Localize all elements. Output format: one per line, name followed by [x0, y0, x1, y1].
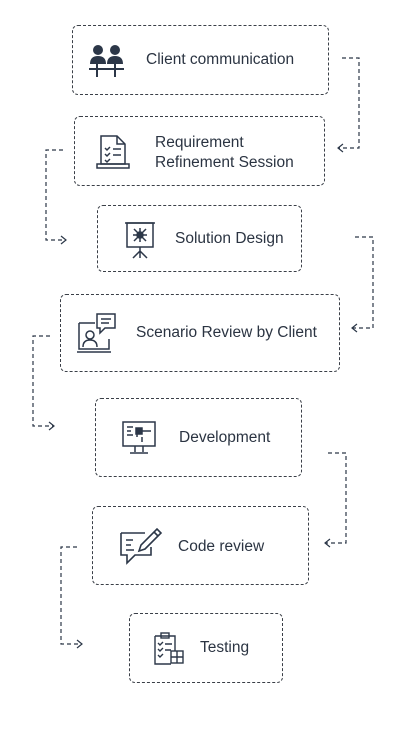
- step-label: Testing: [200, 639, 250, 656]
- clipboard-checklist-icon: [154, 632, 184, 665]
- step-code-review: Code review: [92, 506, 309, 585]
- step-label: Solution Design: [175, 230, 284, 247]
- arrowhead-5-6: [324, 538, 331, 548]
- video-call-chat-icon: [77, 313, 116, 353]
- step-label: Development: [179, 429, 271, 446]
- step-solution-design: Solution Design: [97, 205, 302, 272]
- arrowhead-6-7: [76, 639, 83, 649]
- arrowhead-2-3: [60, 235, 67, 245]
- connector-2-3: [45, 149, 66, 241]
- step-label: Scenario Review by Client: [136, 324, 317, 341]
- chat-pen-icon: [120, 527, 163, 565]
- step-client-communication: Client communication: [72, 25, 329, 95]
- step-label: Code review: [178, 538, 265, 555]
- step-requirement-refinement: Requirement Refinement Session: [74, 116, 325, 186]
- step-label: Client communication: [146, 51, 295, 68]
- step-development: Development: [95, 398, 302, 477]
- presentation-board-icon: [125, 222, 155, 259]
- arrowhead-1-2: [337, 143, 344, 153]
- step-testing: Testing: [129, 613, 283, 683]
- connector-5-6: [325, 452, 347, 544]
- step-label-line1: Requirement: [155, 134, 244, 151]
- arrowhead-4-5: [48, 421, 55, 431]
- connector-6-7: [60, 546, 82, 645]
- connector-4-5: [32, 335, 54, 427]
- step-label-line2: Refinement Session: [155, 154, 294, 171]
- monitor-code-icon: [122, 421, 156, 454]
- document-checklist-icon: [96, 135, 130, 169]
- connector-3-4: [352, 236, 374, 329]
- step-scenario-review: Scenario Review by Client: [60, 294, 340, 372]
- people-icon: [89, 45, 124, 77]
- connector-1-2: [338, 57, 360, 149]
- arrowhead-3-4: [351, 323, 358, 333]
